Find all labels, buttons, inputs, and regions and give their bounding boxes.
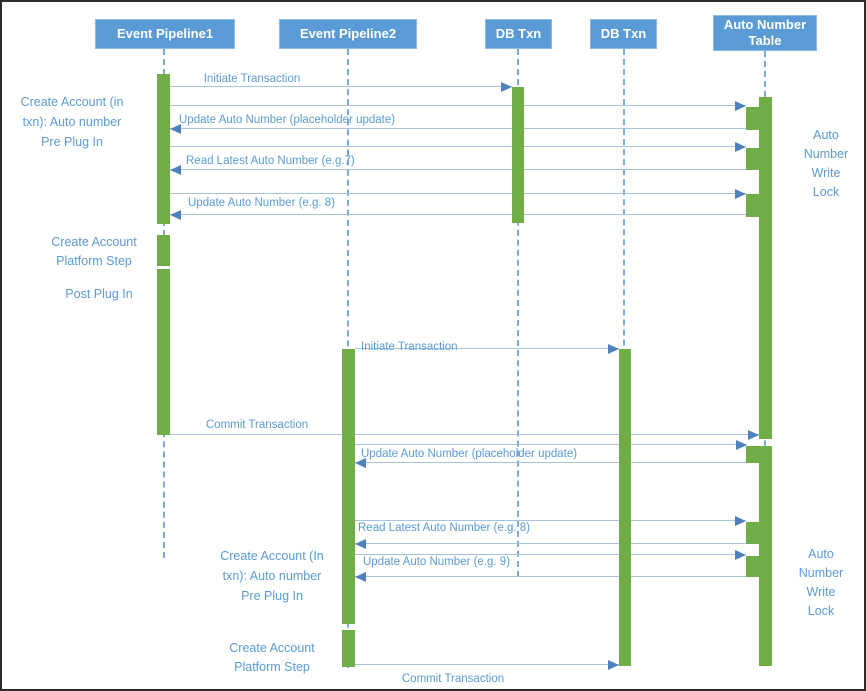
message-line-commit-transaction-1 [170,434,759,435]
activation-bar-auto-number-table-12 [746,446,759,463]
lifeline-header-db-txn-1: DB Txn [485,19,552,49]
message-line-update-8-request [170,193,746,194]
message-arrowhead-read-latest-1-request [735,142,746,152]
message-label-update-placeholder-2-return: Update Auto Number (placeholder update) [361,448,578,460]
activation-bar-event-pipeline-1-1 [157,235,170,266]
activation-bar-event-pipeline-1-0 [157,74,170,224]
message-line-read-latest-2-request [355,520,746,521]
message-line-update-placeholder-2-return [355,462,747,463]
message-line-update-9-request [355,554,746,555]
message-arrowhead-update-placeholder-2-request [736,440,747,450]
message-arrowhead-commit-transaction-1 [748,430,759,440]
message-arrowhead-read-latest-2-return [355,539,366,549]
message-line-update-placeholder-2-request [355,444,747,445]
activation-bar-auto-number-table-8 [759,446,772,666]
message-arrowhead-commit-transaction-2 [608,660,619,670]
message-arrowhead-update-8-request [735,189,746,199]
message-line-update-8-return [170,214,746,215]
annotation-write-lock-1: Auto Number Write Lock [803,128,849,199]
message-label-commit-transaction-2: Commit Transaction [401,673,505,685]
activation-bar-auto-number-table-14 [746,556,759,577]
message-arrowhead-update-9-request [735,550,746,560]
message-arrowhead-update-8-return [170,210,181,220]
message-label-read-latest-1-return: Read Latest Auto Number (e.g.7) [186,155,355,167]
message-label-update-placeholder-1-return: Update Auto Number (placeholder update) [179,114,396,126]
activation-bar-auto-number-table-11 [746,194,759,217]
lifeline-db-txn-1 [517,49,519,577]
message-arrowhead-update-placeholder-1-request [735,101,746,111]
message-line-read-latest-1-return [170,169,746,170]
message-label-commit-transaction-1: Commit Transaction [205,419,309,431]
message-line-initiate-transaction-2 [355,348,619,349]
lifeline-header-auto-number-table: Auto Number Table [713,15,817,51]
message-line-read-latest-2-return [355,543,746,544]
activation-bar-auto-number-table-13 [746,522,759,544]
message-arrowhead-read-latest-1-return [170,165,181,175]
lifeline-header-db-txn-2: DB Txn [590,19,657,49]
annotation-write-lock-2: Auto Number Write Lock [798,547,844,618]
annotation-post-plug-in: Post Plug In [65,287,133,301]
message-line-initiate-transaction-1 [170,86,512,87]
message-line-commit-transaction-2 [355,664,619,665]
message-arrowhead-update-placeholder-2-return [355,458,366,468]
annotation-pre-plug-in-1: Create Account (in txn): Auto number Pre… [20,95,124,149]
message-label-update-9-return: Update Auto Number (e.g. 9) [363,556,511,568]
activation-bar-db-txn-1-5 [512,87,524,223]
message-arrowhead-initiate-transaction-2 [608,344,619,354]
annotation-platform-step-2: Create Account Platform Step [229,641,315,674]
message-label-initiate-transaction-1: Initiate Transaction [203,73,301,85]
activation-bar-event-pipeline-2-4 [342,630,355,667]
message-arrowhead-update-9-return [355,572,366,582]
annotation-platform-step-1: Create Account Platform Step [51,235,137,268]
message-line-update-9-return [355,576,746,577]
activation-bar-event-pipeline-1-2 [157,269,170,435]
activation-bar-auto-number-table-7 [759,97,772,439]
message-label-read-latest-2-return: Read Latest Auto Number (e.g. 8) [358,522,530,534]
activation-bar-auto-number-table-9 [746,107,759,130]
message-arrowhead-update-placeholder-1-return [170,124,181,134]
lifeline-header-event-pipeline-2: Event Pipeline2 [279,19,417,49]
activation-bar-db-txn-2-6 [619,349,631,666]
message-arrowhead-read-latest-2-request [735,516,746,526]
message-line-read-latest-1-request [170,146,746,147]
message-label-update-8-return: Update Auto Number (e.g. 8) [188,197,336,209]
activation-bar-auto-number-table-10 [746,148,759,170]
activation-bar-event-pipeline-2-3 [342,349,355,624]
message-line-update-placeholder-1-request [170,105,746,106]
lifeline-header-event-pipeline-1: Event Pipeline1 [95,19,235,49]
annotation-pre-plug-in-2: Create Account (In txn): Auto number Pre… [220,549,324,603]
message-line-update-placeholder-1-return [170,128,746,129]
message-label-initiate-transaction-2: Initiate Transaction [361,341,458,353]
message-arrowhead-initiate-transaction-1 [501,82,512,92]
